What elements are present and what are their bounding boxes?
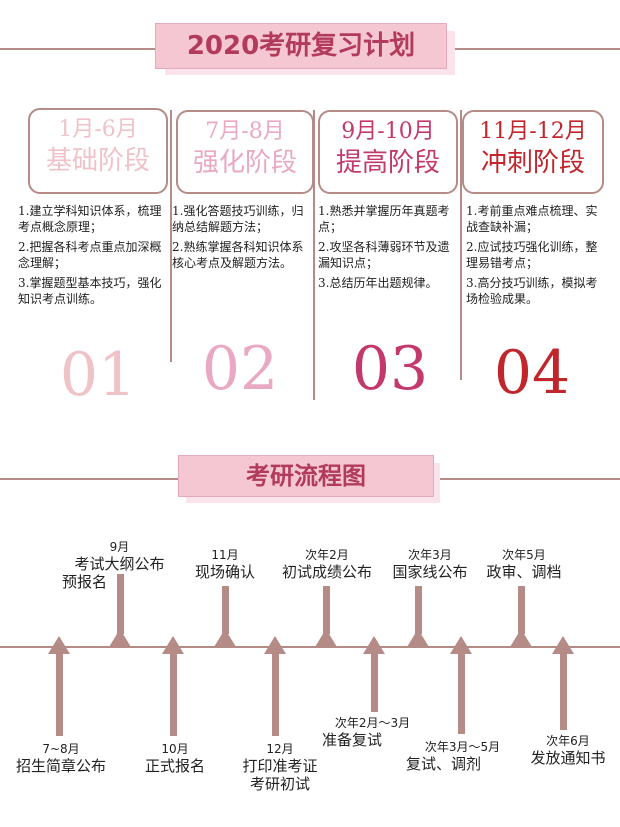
phase-item: 2.把握各科考点重点加深概念理解； xyxy=(18,240,162,270)
flow-step-time: 9月 xyxy=(109,540,130,554)
phase-divider-3 xyxy=(460,110,462,380)
phase-description-1: 1.建立学科知识体系，梳理考点概念原理； 2.把握各科考点重点加深概念理解； 3… xyxy=(18,203,166,311)
phase-name: 提高阶段 xyxy=(335,148,440,178)
flow-step-jun: 次年6月 发放通知书 xyxy=(518,734,618,767)
timeline-axis xyxy=(0,646,620,648)
phase-range: 7月-8月 xyxy=(205,119,285,144)
flow-step-may: 次年5月 政审、调档 xyxy=(474,548,574,581)
timeline-marker xyxy=(510,629,532,647)
phase-name: 强化阶段 xyxy=(192,148,297,178)
timeline-stem xyxy=(222,586,229,634)
phase-number-3: 03 xyxy=(351,334,429,404)
flow-step-dec: 12月 打印准考证 考研初试 xyxy=(230,742,330,793)
phase-range: 9月-10月 xyxy=(341,119,435,144)
header-rule-left xyxy=(0,48,160,50)
timeline-marker xyxy=(407,629,429,647)
header-rule-right xyxy=(446,48,620,50)
phase-number-4: 04 xyxy=(493,338,571,408)
flow-step-feb-mar: 次年2月～3月 准备复试 xyxy=(320,716,425,749)
phase-item: 3.高分技巧训练，模拟考场检验成果。 xyxy=(466,276,598,306)
timeline-stem xyxy=(415,586,422,634)
flow-rule-left xyxy=(0,478,178,480)
flow-step-text: 初试成绩公布 xyxy=(281,563,372,581)
phase-description-3: 1.熟悉并掌握历年真题考点； 2.攻坚各科薄弱环节及遗漏知识点； 3.总结历年出… xyxy=(318,203,458,295)
flow-step-time: 次年3月～5月 xyxy=(424,740,501,754)
phase-number-2: 02 xyxy=(201,334,279,404)
timeline-stem xyxy=(518,586,525,634)
phase-item: 1.熟悉并掌握历年真题考点； xyxy=(318,204,450,234)
flow-step-time: 7~8月 xyxy=(42,742,80,756)
flow-step-jul-aug: 7~8月 招生简章公布 xyxy=(2,742,120,775)
phase-name: 基础阶段 xyxy=(45,146,150,176)
flow-step-time: 次年3月 xyxy=(408,548,452,562)
timeline-stem xyxy=(56,654,63,736)
phase-name: 冲刺阶段 xyxy=(480,148,585,178)
phase-description-2: 1.强化答题技巧训练，归纳总结解题方法； 2.熟练掌握各科知识体系核心考点及解题… xyxy=(172,203,312,275)
phase-item: 2.熟练掌握各科知识体系核心考点及解题方法。 xyxy=(172,240,304,270)
flow-step-time: 10月 xyxy=(161,742,189,756)
phase-card-4: 11月-12月 冲刺阶段 xyxy=(462,110,604,194)
timeline-marker xyxy=(214,629,236,647)
timeline-stem xyxy=(458,654,465,734)
timeline-stem xyxy=(170,654,177,736)
phase-card-3: 9月-10月 提高阶段 xyxy=(318,110,458,194)
phase-divider-1 xyxy=(170,110,172,362)
phase-card-1: 1月-6月 基础阶段 xyxy=(28,108,168,194)
timeline-marker xyxy=(315,629,337,647)
phase-item: 1.建立学科知识体系，梳理考点概念原理； xyxy=(18,204,162,234)
phase-divider-2 xyxy=(313,110,315,400)
flow-step-text: 打印准考证 xyxy=(242,757,318,775)
flow-step-mar: 次年3月 国家线公布 xyxy=(380,548,480,581)
flow-step-text: 国家线公布 xyxy=(392,563,468,581)
timeline-marker xyxy=(264,636,286,654)
flow-title: 考研流程图 xyxy=(178,455,434,497)
flow-step-text: 考研初试 xyxy=(249,775,310,793)
page-title: 2020考研复习计划 xyxy=(155,23,447,69)
flow-step-time: 次年2月 xyxy=(305,548,349,562)
timeline-stem xyxy=(117,574,124,634)
phase-number-1: 01 xyxy=(59,340,137,410)
flow-step-feb: 次年2月 初试成绩公布 xyxy=(268,548,386,581)
flow-rule-right xyxy=(440,478,620,480)
flow-step-sep: 9月 考试大纲公布 预报名 xyxy=(52,540,187,591)
flow-step-mar-may: 次年3月～5月 复试、调剂 xyxy=(400,740,525,773)
timeline-stem xyxy=(272,654,279,736)
flow-step-text: 复试、调剂 xyxy=(406,755,482,773)
timeline-stem xyxy=(560,654,567,730)
flow-step-time: 11月 xyxy=(211,548,239,562)
phase-item: 3.掌握题型基本技巧，强化知识考点训练。 xyxy=(18,276,162,306)
flow-step-oct: 10月 正式报名 xyxy=(130,742,220,775)
phase-item: 1.强化答题技巧训练，归纳总结解题方法； xyxy=(172,204,304,234)
phase-item: 1.考前重点难点梳理、实战查缺补漏； xyxy=(466,204,598,234)
flow-step-text: 发放通知书 xyxy=(530,749,606,767)
flow-step-time: 12月 xyxy=(266,742,294,756)
flow-step-time: 次年6月 xyxy=(546,734,590,748)
timeline-stem xyxy=(323,586,330,634)
flow-step-text: 考试大纲公布 xyxy=(74,555,165,573)
phase-card-2: 7月-8月 强化阶段 xyxy=(176,110,314,194)
timeline-marker xyxy=(450,636,472,654)
flow-step-text: 招生简章公布 xyxy=(15,757,106,775)
flow-step-text: 预报名 xyxy=(62,573,108,591)
phase-item: 2.应试技巧强化训练，整理易错考点； xyxy=(466,240,598,270)
flow-step-text: 准备复试 xyxy=(322,731,383,749)
timeline-marker xyxy=(48,636,70,654)
timeline-marker xyxy=(552,636,574,654)
phase-range: 11月-12月 xyxy=(479,119,587,144)
flow-step-time: 次年5月 xyxy=(502,548,546,562)
flow-step-time: 次年2月～3月 xyxy=(334,716,411,730)
flow-step-text: 政审、调档 xyxy=(486,563,562,581)
flow-step-text: 正式报名 xyxy=(144,757,205,775)
timeline-marker xyxy=(109,629,131,647)
phase-description-4: 1.考前重点难点梳理、实战查缺补漏； 2.应试技巧强化训练，整理易错考点； 3.… xyxy=(466,203,606,311)
phase-item: 3.总结历年出题规律。 xyxy=(318,276,438,290)
timeline-marker xyxy=(363,636,385,654)
timeline-stem xyxy=(371,654,378,712)
timeline-marker xyxy=(162,636,184,654)
phase-range: 1月-6月 xyxy=(58,117,138,142)
phase-item: 2.攻坚各科薄弱环节及遗漏知识点； xyxy=(318,240,450,270)
flow-step-text: 现场确认 xyxy=(194,563,255,581)
flow-step-nov: 11月 现场确认 xyxy=(180,548,270,581)
